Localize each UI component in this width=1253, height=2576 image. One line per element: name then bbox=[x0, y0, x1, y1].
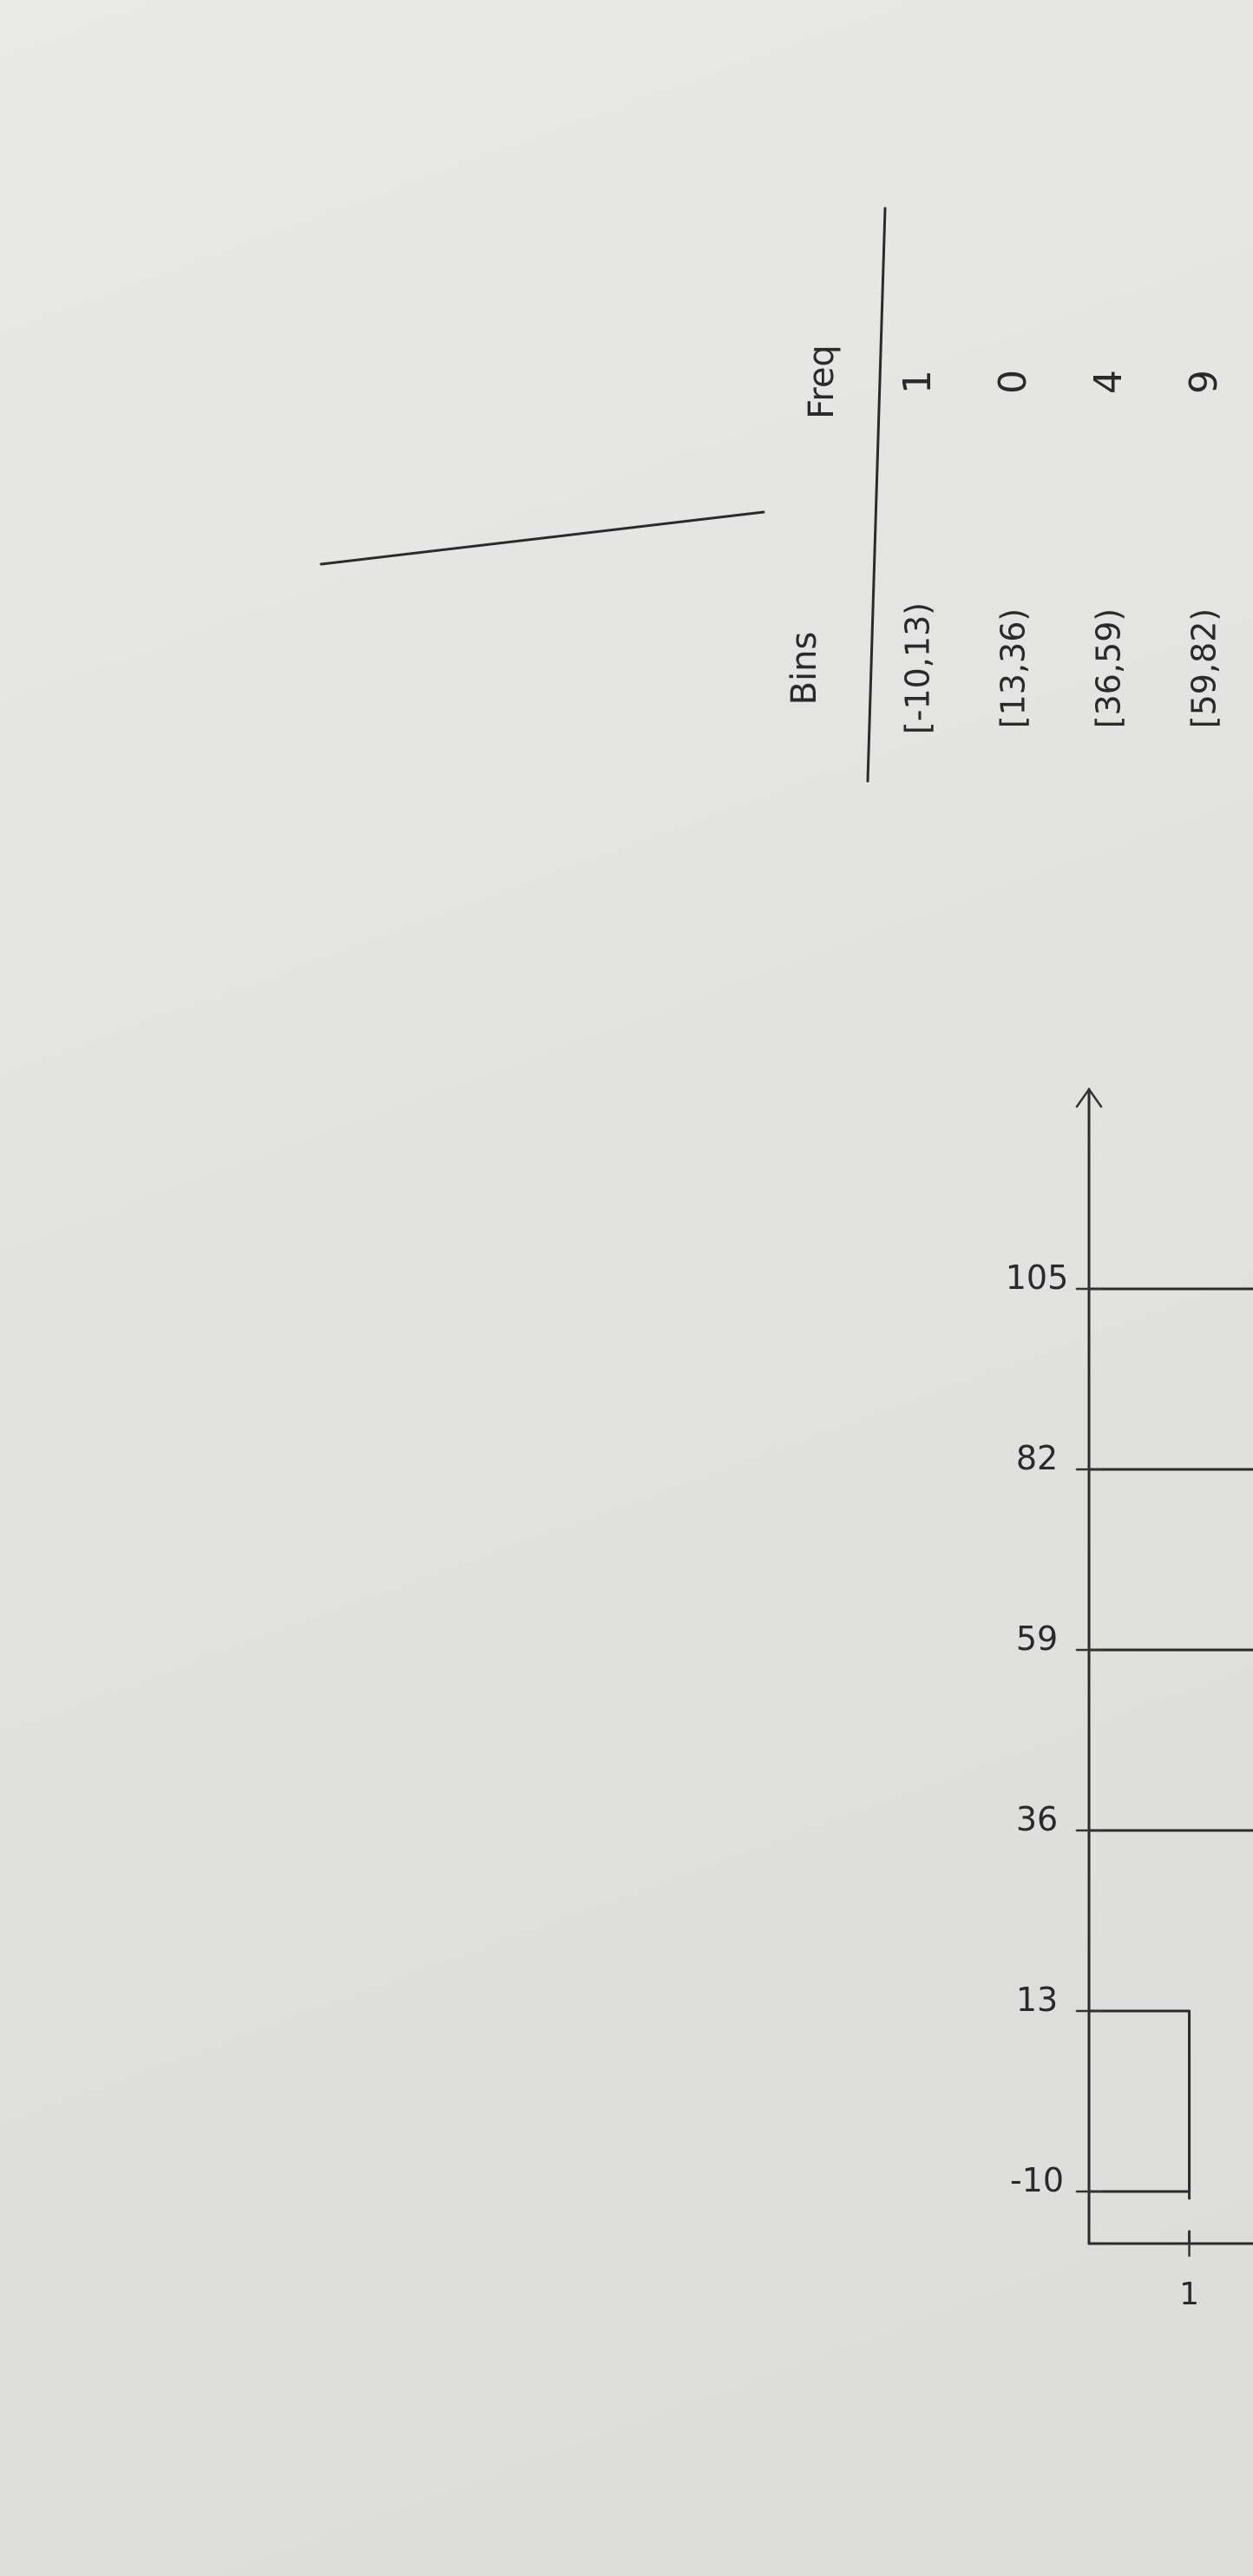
table-header-bins: Bins bbox=[784, 632, 824, 706]
x-ticks: -10 13 36 59 82 105 bbox=[1006, 1258, 1103, 2199]
table-freq-cell: 9 bbox=[1182, 370, 1226, 394]
bars bbox=[1087, 1287, 1253, 2193]
x-tick-label: 36 bbox=[1016, 1800, 1058, 1838]
y-ticks: 123456789 bbox=[1179, 2230, 1199, 2312]
table-rows: [-10,13)1[13,36)0[36,59)4[59,82)9[82,105… bbox=[895, 370, 1226, 734]
x-tick-label: -10 bbox=[1010, 2161, 1064, 2199]
frequency-table: Bins Freq [-10,13) 1 [13,36) 0 [36,59) 4 [59,8… bbox=[319, 207, 1226, 783]
x-tick-label: 105 bbox=[1006, 1258, 1069, 1297]
y-tick-label: 1 bbox=[1179, 2277, 1199, 2312]
table-column-rule bbox=[319, 510, 765, 566]
table-freq-cell: 0 bbox=[991, 370, 1035, 394]
table-bin-cell: [13,36) bbox=[994, 608, 1033, 728]
x-tick-label: 82 bbox=[1016, 1439, 1058, 1477]
bar-5 bbox=[1087, 1287, 1253, 1471]
table-bin-cell: [36,59) bbox=[1090, 608, 1128, 728]
guide-lines bbox=[1188, 2190, 1191, 2245]
x-axis-arrow bbox=[1075, 1087, 1103, 1108]
table-bin-cell: [-10,13) bbox=[899, 602, 937, 734]
table-freq-cell: 1 bbox=[895, 370, 940, 394]
table-header-freq: Freq bbox=[802, 345, 842, 419]
table-header-rule bbox=[866, 207, 887, 783]
table-freq-cell: 4 bbox=[1086, 370, 1131, 394]
bar-4 bbox=[1087, 1468, 1253, 1652]
bar-1 bbox=[1087, 2009, 1191, 2193]
x-tick-label: 13 bbox=[1016, 1981, 1058, 2019]
x-tick-label: 59 bbox=[1016, 1620, 1058, 1658]
table-bin-cell: [59,82) bbox=[1185, 608, 1223, 728]
bar-3 bbox=[1087, 1648, 1253, 1832]
histogram: -10 13 36 59 82 105 123456789 bbox=[1006, 1087, 1253, 2312]
